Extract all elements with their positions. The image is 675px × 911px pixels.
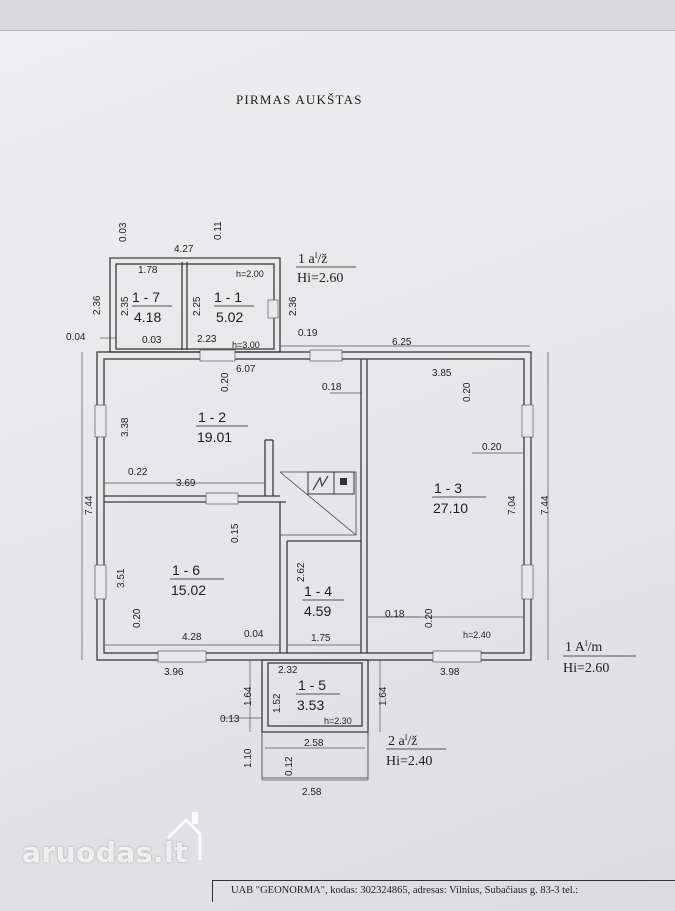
svg-text:1.75: 1.75 bbox=[311, 633, 331, 644]
svg-text:1 AI/m: 1 AI/m bbox=[565, 639, 602, 655]
svg-text:3.69: 3.69 bbox=[176, 478, 196, 489]
svg-text:0.20: 0.20 bbox=[424, 608, 435, 628]
svg-text:0.19: 0.19 bbox=[298, 328, 318, 339]
annotation-1A: 1 AI/m Hi=2.60 bbox=[563, 639, 636, 676]
dimension-lines bbox=[81, 257, 549, 781]
room-id-1-7: 1 - 7 bbox=[132, 289, 160, 305]
svg-text:0.20: 0.20 bbox=[132, 608, 143, 628]
watermark-logo: aruodas.lt bbox=[22, 836, 189, 869]
svg-text:0.18: 0.18 bbox=[322, 382, 342, 393]
house-logo-icon bbox=[166, 812, 202, 860]
svg-text:1.52: 1.52 bbox=[272, 693, 283, 713]
svg-text:4.27: 4.27 bbox=[174, 244, 194, 255]
porch-inner bbox=[267, 662, 363, 727]
stair-diagonal bbox=[279, 471, 357, 536]
svg-text:4.28: 4.28 bbox=[182, 632, 202, 643]
room-area-1-3: 27.10 bbox=[433, 500, 468, 516]
footer-text: UAB "GEONORMA", kodas: 302324865, adresa… bbox=[212, 880, 675, 902]
svg-text:0.03: 0.03 bbox=[118, 222, 129, 242]
svg-text:3.51: 3.51 bbox=[116, 568, 127, 588]
room-area-1-7: 4.18 bbox=[134, 309, 161, 325]
annotation-1a-height: Hi=2.60 bbox=[297, 271, 343, 286]
svg-text:7.44: 7.44 bbox=[84, 495, 95, 515]
svg-text:h=3.00: h=3.00 bbox=[232, 340, 260, 350]
svg-text:0.15: 0.15 bbox=[230, 523, 241, 543]
windows bbox=[94, 299, 534, 663]
svg-text:0.04: 0.04 bbox=[244, 629, 264, 640]
room-area-1-1: 5.02 bbox=[216, 309, 243, 325]
room-labels: 1 - 7 4.18 1 - 1 5.02 1 - 2 19.01 1 - 3 … bbox=[132, 289, 486, 713]
room-area-1-5: 3.53 bbox=[297, 697, 324, 713]
room-id-1-5: 1 - 5 bbox=[298, 677, 326, 693]
svg-text:0.11: 0.11 bbox=[213, 221, 224, 240]
svg-text:7.04: 7.04 bbox=[507, 495, 518, 515]
room-id-1-3: 1 - 3 bbox=[434, 480, 462, 496]
dimension-texts-vertical: 0.03 0.11 2.36 2.35 2.25 2.36 0.20 0.20 … bbox=[84, 221, 551, 776]
svg-text:2.25: 2.25 bbox=[192, 296, 203, 316]
annotation-1A-height: Hi=2.60 bbox=[563, 661, 609, 676]
annotation-1a: 1 aI/ž Hi=2.60 bbox=[296, 251, 356, 286]
svg-text:3.85: 3.85 bbox=[432, 368, 452, 379]
room-id-1-1: 1 - 1 bbox=[214, 289, 242, 305]
svg-text:2.36: 2.36 bbox=[288, 296, 299, 316]
svg-text:0.22: 0.22 bbox=[128, 467, 148, 478]
dimension-texts: 4.27 1.78 0.04 0.03 2.23 0.19 6.25 6.07 … bbox=[66, 244, 502, 798]
svg-text:0.03: 0.03 bbox=[142, 335, 162, 346]
svg-text:6.25: 6.25 bbox=[392, 337, 412, 348]
svg-text:0.20: 0.20 bbox=[220, 372, 231, 392]
svg-text:6.07: 6.07 bbox=[236, 364, 256, 375]
plan-title: PIRMAS AUKŠTAS bbox=[236, 92, 363, 107]
stove-icon bbox=[307, 471, 355, 495]
room-area-1-4: 4.59 bbox=[304, 603, 331, 619]
svg-text:2 aI/ž: 2 aI/ž bbox=[388, 733, 418, 749]
svg-text:1.64: 1.64 bbox=[378, 686, 389, 706]
svg-text:1.64: 1.64 bbox=[243, 686, 254, 706]
annotation-2a-height: Hi=2.40 bbox=[386, 754, 432, 769]
room-area-1-2: 19.01 bbox=[197, 429, 232, 445]
svg-text:0.20: 0.20 bbox=[462, 382, 473, 402]
room-area-1-6: 15.02 bbox=[171, 582, 206, 598]
svg-text:h=2.30: h=2.30 bbox=[324, 716, 352, 726]
svg-text:0.12: 0.12 bbox=[284, 756, 295, 776]
svg-text:1 aI/ž: 1 aI/ž bbox=[298, 251, 328, 267]
ceiling-heights: h=2.00 h=3.00 h=2.40 h=2.30 bbox=[232, 269, 491, 726]
svg-text:0.20: 0.20 bbox=[482, 442, 502, 453]
svg-text:2.35: 2.35 bbox=[120, 296, 131, 316]
svg-text:0.13: 0.13 bbox=[220, 714, 240, 725]
svg-text:2.23: 2.23 bbox=[197, 334, 217, 345]
svg-text:0.18: 0.18 bbox=[385, 609, 405, 620]
svg-text:7.44: 7.44 bbox=[540, 495, 551, 515]
svg-text:2.58: 2.58 bbox=[302, 787, 322, 798]
svg-text:2.36: 2.36 bbox=[92, 295, 103, 315]
svg-text:3.38: 3.38 bbox=[120, 417, 131, 437]
svg-text:h=2.40: h=2.40 bbox=[463, 630, 491, 640]
svg-text:2.58: 2.58 bbox=[304, 738, 324, 749]
room-id-1-2: 1 - 2 bbox=[198, 409, 226, 425]
svg-text:0.04: 0.04 bbox=[66, 332, 86, 343]
annotation-2a: 2 aI/ž Hi=2.40 bbox=[386, 733, 446, 769]
svg-text:3.98: 3.98 bbox=[440, 667, 460, 678]
svg-text:h=2.00: h=2.00 bbox=[236, 269, 264, 279]
svg-text:2.32: 2.32 bbox=[278, 665, 298, 676]
paper-sheet bbox=[0, 30, 675, 911]
svg-text:3.96: 3.96 bbox=[164, 667, 184, 678]
svg-text:1.10: 1.10 bbox=[243, 748, 254, 768]
room-id-1-6: 1 - 6 bbox=[172, 562, 200, 578]
svg-text:1.78: 1.78 bbox=[138, 265, 158, 276]
svg-text:2.62: 2.62 bbox=[296, 562, 307, 582]
room-id-1-4: 1 - 4 bbox=[304, 583, 332, 599]
